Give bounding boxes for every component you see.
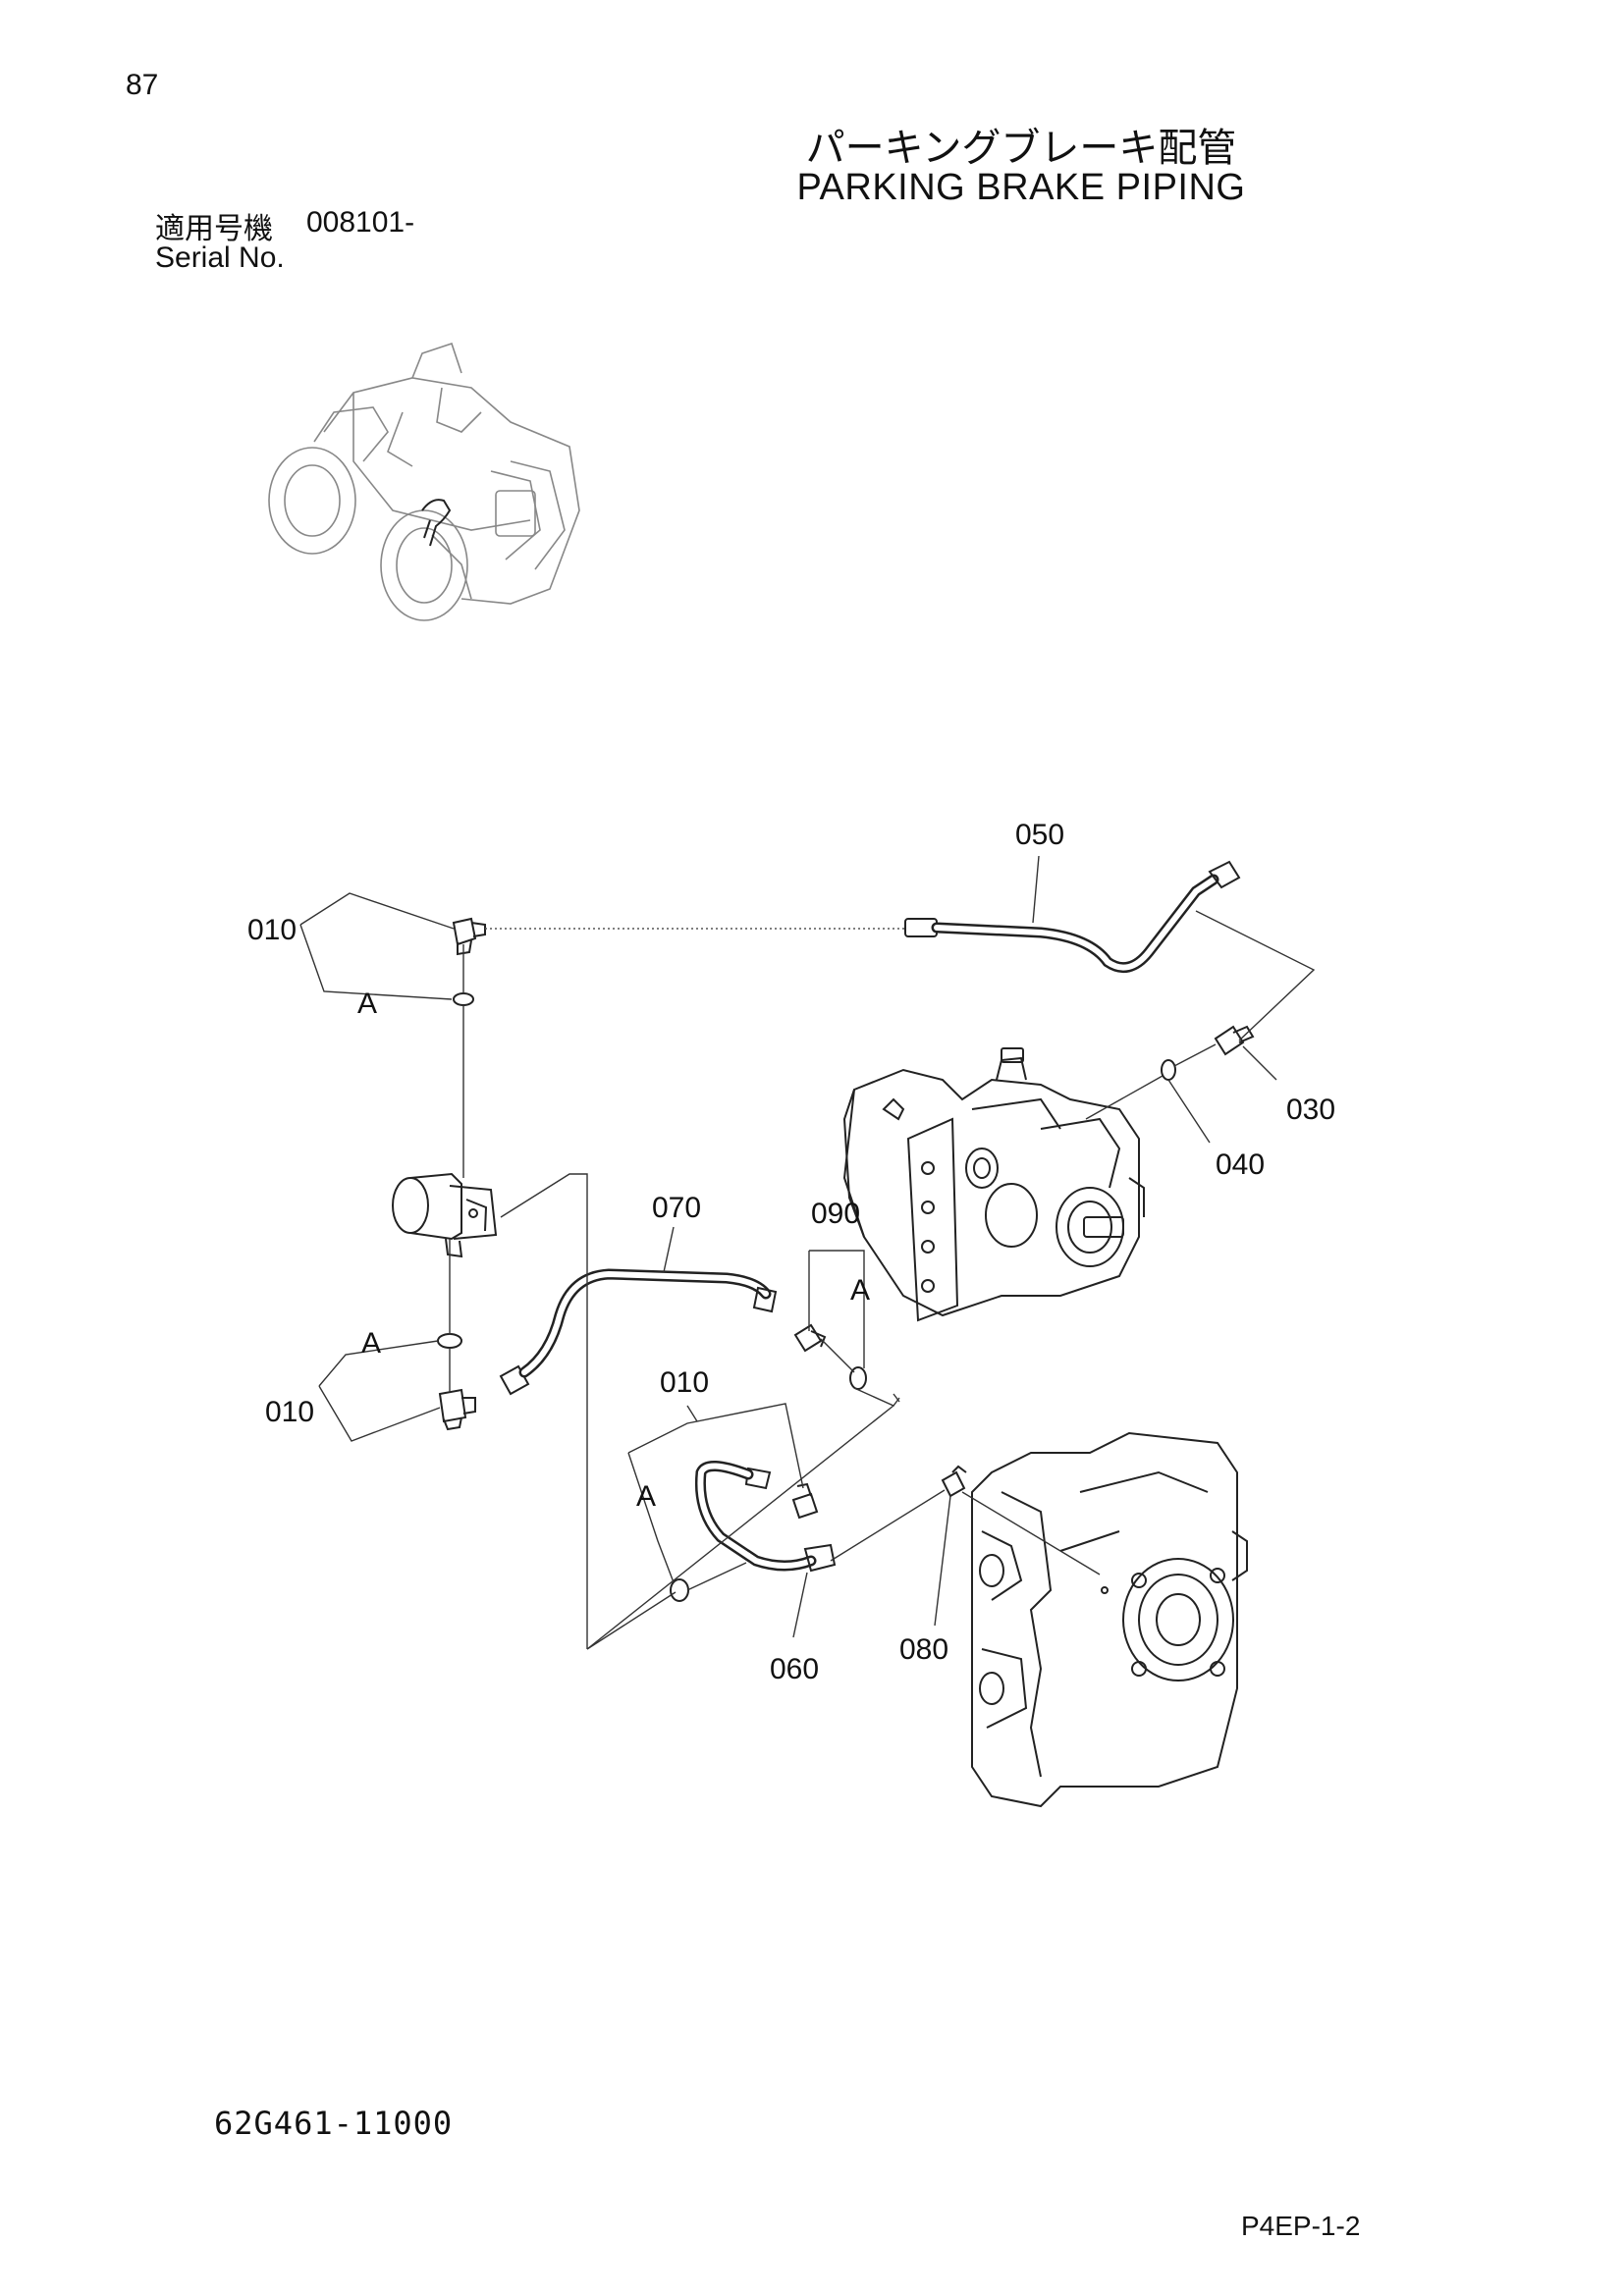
leader-lines [299, 855, 1316, 1650]
o-ring-a-090 [849, 1366, 867, 1390]
callout-a-left: A [361, 1327, 381, 1360]
adapter-030 [1214, 1025, 1255, 1056]
machine-overview-illustration [268, 342, 580, 621]
o-ring-a-top [453, 992, 474, 1006]
adapter-090 [793, 1323, 827, 1353]
callout-030: 030 [1286, 1094, 1335, 1126]
serial-number-value: 008101- [306, 206, 415, 239]
serial-label-japanese: 適用号機 [155, 212, 273, 246]
drawing-number: 62G461-11000 [214, 2105, 454, 2142]
elbow-fitting-010-left [438, 1388, 476, 1431]
page-code: P4EP-1-2 [1241, 2211, 1361, 2241]
callout-a-010-mid: A [636, 1480, 656, 1513]
page-title-english: PARKING BRAKE PIPING [796, 167, 1246, 208]
callout-050: 050 [1015, 819, 1064, 851]
parking-brake-solenoid-valve [392, 1172, 498, 1258]
callout-010-mid: 010 [660, 1366, 709, 1399]
callout-070: 070 [652, 1192, 701, 1224]
callout-a-top: A [357, 988, 377, 1020]
serial-label-english: Serial No. [155, 241, 285, 274]
o-ring-a-010-mid [670, 1578, 689, 1602]
page-title-japanese: パーキングブレーキ配管 [805, 126, 1237, 171]
callout-labels: 010 A A 010 050 030 040 070 090 A 010 A … [247, 819, 1335, 1685]
o-ring-a-left [437, 1333, 462, 1349]
callout-a-090: A [850, 1274, 870, 1307]
page-number: 87 [126, 69, 159, 101]
hydraulic-pump-illustration [842, 1047, 1145, 1322]
callout-010-top: 010 [247, 914, 297, 946]
callout-040: 040 [1216, 1148, 1265, 1181]
callout-010-left: 010 [265, 1396, 314, 1428]
elbow-fitting-080 [941, 1465, 967, 1498]
elbow-fitting-010-mid [791, 1482, 819, 1520]
o-ring-040 [1161, 1059, 1176, 1081]
elbow-fitting-010-top [452, 917, 486, 956]
hose-050 [904, 860, 1241, 974]
hose-060 [694, 1461, 837, 1573]
callout-090: 090 [811, 1198, 860, 1230]
callout-060: 060 [770, 1653, 819, 1685]
hose-070 [499, 1268, 778, 1396]
callout-080: 080 [899, 1633, 948, 1666]
axle-housing-illustration [971, 1431, 1248, 1808]
